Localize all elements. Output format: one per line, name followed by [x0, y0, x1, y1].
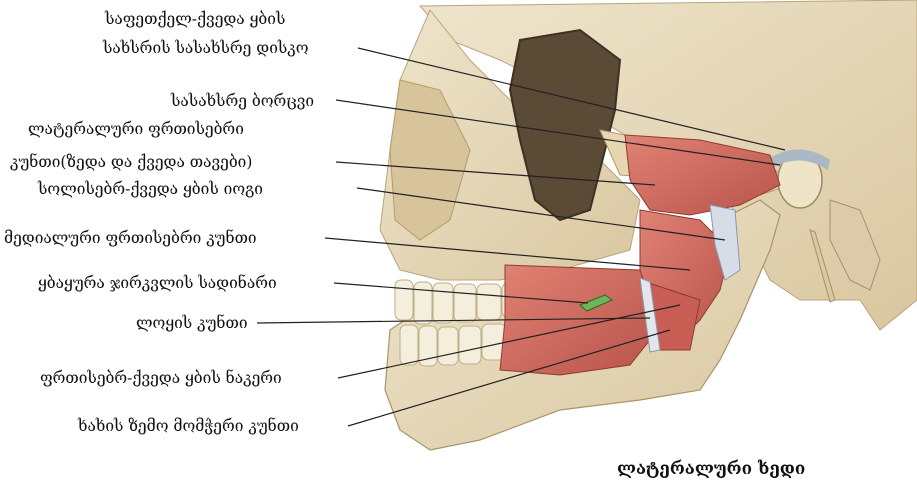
label-superior-constrictor: ხახის ზემო მომჭერი კუნთი [78, 417, 299, 435]
label-medial-pterygoid: მედიალური ფრთისებრი კუნთი [4, 229, 257, 247]
label-pterygomandibular-raphe: ფრთისებრ-ქვედა ყბის ნაკერი [40, 369, 282, 387]
label-sphenomandibular-ligament: სოლისებრ-ქვედა ყბის იოგი [38, 180, 263, 198]
label-parotid-duct: ყბაყურა ჯირკვლის სადინარი [38, 274, 277, 292]
view-title: ლატერალური ხედი [617, 459, 805, 479]
label-articular-disc: სახსრის სასახსრე დისკო [103, 39, 309, 57]
label-lateral-pterygoid-line1: ლატერალური ფრთისებრი [28, 120, 244, 138]
label-lateral-pterygoid-line2: კუნთი(ზედა და ქვედა თავები) [10, 153, 252, 171]
label-tmj-line1: საფეთქელ-ქვედა ყბის [105, 10, 285, 28]
label-buccinator: ლოყის კუნთი [136, 314, 248, 332]
label-articular-tubercle: სასახსრე ბორცვი [171, 92, 314, 110]
